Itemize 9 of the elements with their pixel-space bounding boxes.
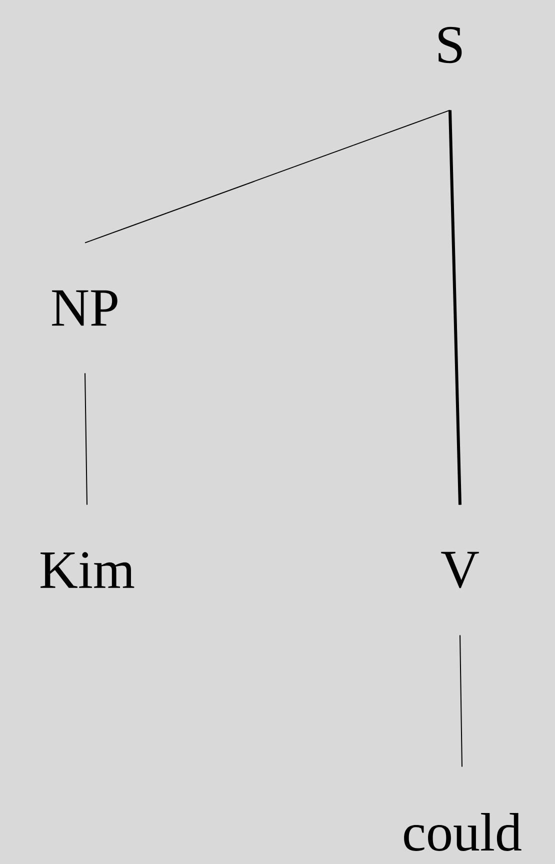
tree-label: S	[438, 26, 462, 64]
tree-branch	[460, 634, 462, 768]
tree-branch	[84, 372, 88, 506]
tree-label: Kim	[40, 552, 134, 588]
tree-label: V	[441, 552, 479, 588]
tree-branch	[448, 110, 462, 505]
tree-branch	[84, 110, 450, 244]
tree-label: could	[404, 813, 522, 851]
tree-label: NP	[52, 290, 118, 326]
